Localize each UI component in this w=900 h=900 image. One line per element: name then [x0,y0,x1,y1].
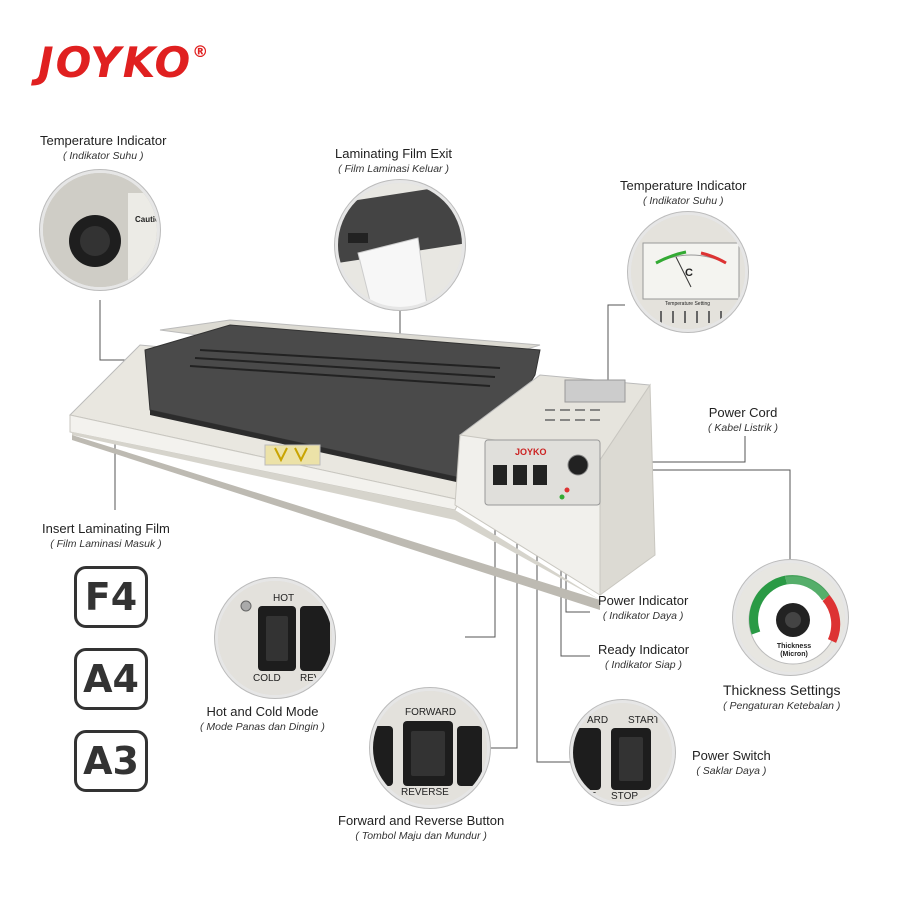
label-ready-indicator-sub: ( Indikator Siap ) [605,659,683,671]
label-power-cord-sub: ( Kabel Listrik ) [708,422,779,434]
gauge-caption: Temperature Setting [665,301,711,307]
thickness-dial-unit: (Micron) [780,651,808,658]
rev-partial-label: REV [300,673,321,684]
label-insert-film: Insert Laminating Film ( Film Laminasi M… [42,521,170,550]
brand-logo: JOYKO® [38,38,210,87]
label-power-indicator-sub: ( Indikator Daya ) [602,610,684,622]
label-insert-film-sub: ( Film Laminasi Masuk ) [50,538,162,550]
leader-temp-left [99,300,125,361]
callout-image-temp-knob: Caution: [40,170,160,290]
label-power-switch: Power Switch ( Saklar Daya ) [692,748,771,777]
callout-image-temp-gauge: C Temperature Setting [628,212,748,332]
caution-label: Caution: [135,215,160,224]
brand-logo-text: JOYKO [38,38,193,87]
label-insert-film-title: Insert Laminating Film [42,521,170,536]
label-power-switch-sub: ( Saklar Daya ) [696,765,767,777]
registered-mark: ® [192,42,211,61]
size-badge-f4: F4 [74,566,148,628]
label-thickness-sub: ( Pengaturan Ketebalan ) [723,700,841,712]
label-hot-cold: Hot and Cold Mode ( Mode Panas dan Dingi… [200,704,325,733]
label-power-switch-title: Power Switch [692,748,771,763]
stop-label: STOP [611,791,639,802]
callout-image-film-exit [335,180,465,310]
leader-thickness [598,469,791,560]
se-label: SE [583,791,597,802]
thickness-dial-text: Thickness [776,643,812,650]
label-temp-right: Temperature Indicator ( Indikator Suhu ) [620,178,746,207]
label-fwd-rev-sub: ( Tombol Maju dan Mundur ) [355,830,487,842]
panel-logo: JOYKO [515,447,547,457]
label-temp-right-sub: ( Indikator Suhu ) [642,195,724,207]
thickness-dial-label: Thickness (Micron) [774,643,814,659]
label-hot-cold-title: Hot and Cold Mode [206,704,319,719]
label-ready-indicator: Ready Indicator ( Indikator Siap ) [598,642,689,671]
hot-label: HOT [273,593,295,604]
label-fwd-rev-title: Forward and Reverse Button [338,813,505,828]
label-thickness-title: Thickness Settings [723,682,841,698]
callout-image-fwd-rev: FORWARD REVERSE [370,688,490,808]
forward-label: FORWARD [405,707,457,718]
label-ready-indicator-title: Ready Indicator [598,642,690,657]
label-hot-cold-sub: ( Mode Panas dan Dingin ) [200,721,325,733]
label-power-cord-title: Power Cord [708,405,778,420]
callout-image-power-switch: ARD START SE STOP [570,700,675,805]
reverse-label: REVERSE [401,787,449,798]
label-temp-left-sub: ( Indikator Suhu ) [62,150,144,162]
laminator-body: JOYKO [68,319,656,610]
leader-temp-right [607,304,625,405]
label-power-indicator: Power Indicator ( Indikator Daya ) [598,593,688,622]
label-temp-right-title: Temperature Indicator [620,178,747,193]
callout-image-hot-cold: HOT COLD REV [215,578,335,698]
label-temp-left-title: Temperature Indicator [40,133,167,148]
start-label: START [628,715,660,726]
label-film-exit-title: Laminating Film Exit [335,146,453,161]
callout-image-thickness-dial: Thickness (Micron) [733,560,848,675]
label-power-indicator-title: Power Indicator [598,593,689,608]
size-badge-a4: A4 [74,648,148,710]
label-temp-left: Temperature Indicator ( Indikator Suhu ) [40,133,166,162]
label-power-cord: Power Cord ( Kabel Listrik ) [708,405,778,434]
cold-label: COLD [253,673,281,684]
label-thickness: Thickness Settings ( Pengaturan Ketebala… [723,682,841,712]
gauge-letter: C [685,267,693,279]
label-fwd-rev: Forward and Reverse Button ( Tombol Maju… [338,813,504,842]
ard-label: ARD [587,715,609,726]
size-badge-a3: A3 [74,730,148,792]
label-film-exit-sub: ( Film Laminasi Keluar ) [338,163,449,175]
label-film-exit: Laminating Film Exit ( Film Laminasi Kel… [335,146,452,175]
